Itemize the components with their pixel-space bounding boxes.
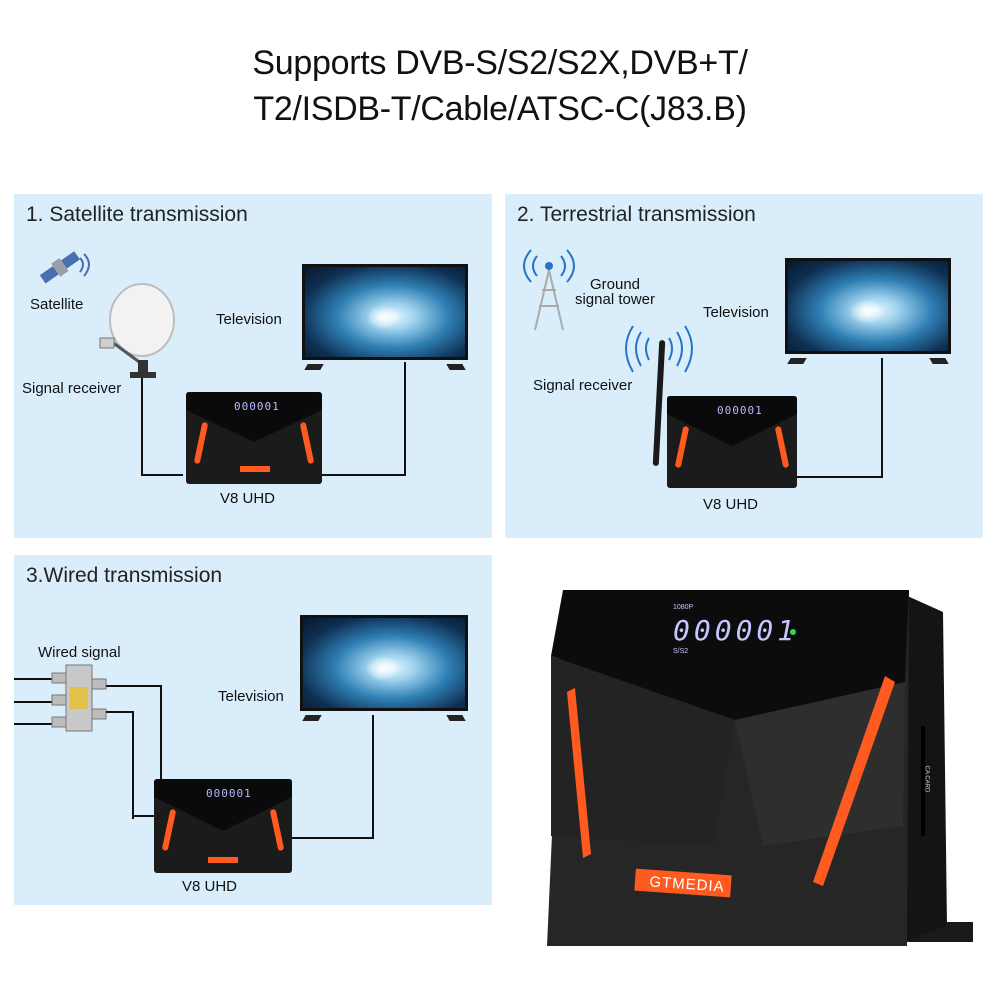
- wired-panel-title: 3.Wired transmission: [26, 564, 223, 587]
- wired-television: [300, 615, 468, 721]
- wired-v8-uhd-box: 000001: [154, 779, 292, 873]
- satellite-panel: 1. Satellite transmission Satellite Sign…: [14, 194, 492, 538]
- wired-box-display: 000001: [206, 787, 252, 800]
- satellite-wire-dish: [141, 378, 183, 476]
- ground-signal-tower-icon: [523, 249, 575, 331]
- tower-label-line-1: Ground: [589, 276, 641, 293]
- terrestrial-panel: 2. Terrestrial transmission Ground signa…: [505, 194, 983, 538]
- satellite-panel-title: 1. Satellite transmission: [26, 203, 248, 226]
- terrestrial-device-label: V8 UHD: [703, 496, 759, 513]
- terrestrial-v8-uhd-box: 000001: [667, 396, 797, 488]
- gtmedia-v8-uhd-product: 000001 1080P S/S2 GTMEDIA CA CARD: [523, 586, 973, 964]
- signal-splitter-icon: [51, 664, 107, 732]
- satellite-receiver-label: Signal receiver: [22, 380, 122, 397]
- product-display-mode: 1080P: [673, 604, 694, 611]
- headline-line-1: Supports DVB-S/S2/S2X,DVB+T/: [252, 44, 748, 82]
- product-display-sub: S/S2: [673, 648, 689, 655]
- product-display-digits: 000001: [673, 614, 799, 647]
- terrestrial-television: [785, 258, 951, 364]
- headline-line-2: T2/ISDB-T/Cable/ATSC-C(J83.B): [253, 90, 747, 128]
- terrestrial-receiver-label: Signal receiver: [533, 377, 633, 394]
- product-card-slot-label: CA CARD: [923, 765, 930, 793]
- antenna-signal-icon: [625, 325, 693, 373]
- satellite-icon: [39, 251, 90, 284]
- terrestrial-panel-title: 2. Terrestrial transmission: [517, 203, 756, 226]
- satellite-dish-icon: [99, 283, 175, 378]
- satellite-box-brand: [240, 466, 270, 472]
- satellite-wire-tv: [320, 362, 406, 476]
- wired-device-label: V8 UHD: [182, 878, 238, 895]
- satellite-television: [302, 264, 468, 370]
- wired-signal-label: Wired signal: [38, 644, 121, 661]
- wired-tv-label: Television: [218, 688, 284, 705]
- satellite-box-display: 000001: [234, 400, 280, 413]
- satellite-label: Satellite: [30, 296, 84, 313]
- terrestrial-tv-label: Television: [703, 304, 769, 321]
- satellite-tv-label: Television: [216, 311, 282, 328]
- tower-label-line-2: signal tower: [574, 291, 656, 308]
- terrestrial-box-display: 000001: [717, 404, 763, 417]
- satellite-device-label: V8 UHD: [220, 490, 276, 507]
- terrestrial-wire-tv: [795, 358, 883, 478]
- satellite-v8-uhd-box: 000001: [186, 392, 322, 484]
- wired-panel: 3.Wired transmission Wired signal Televi…: [14, 555, 492, 905]
